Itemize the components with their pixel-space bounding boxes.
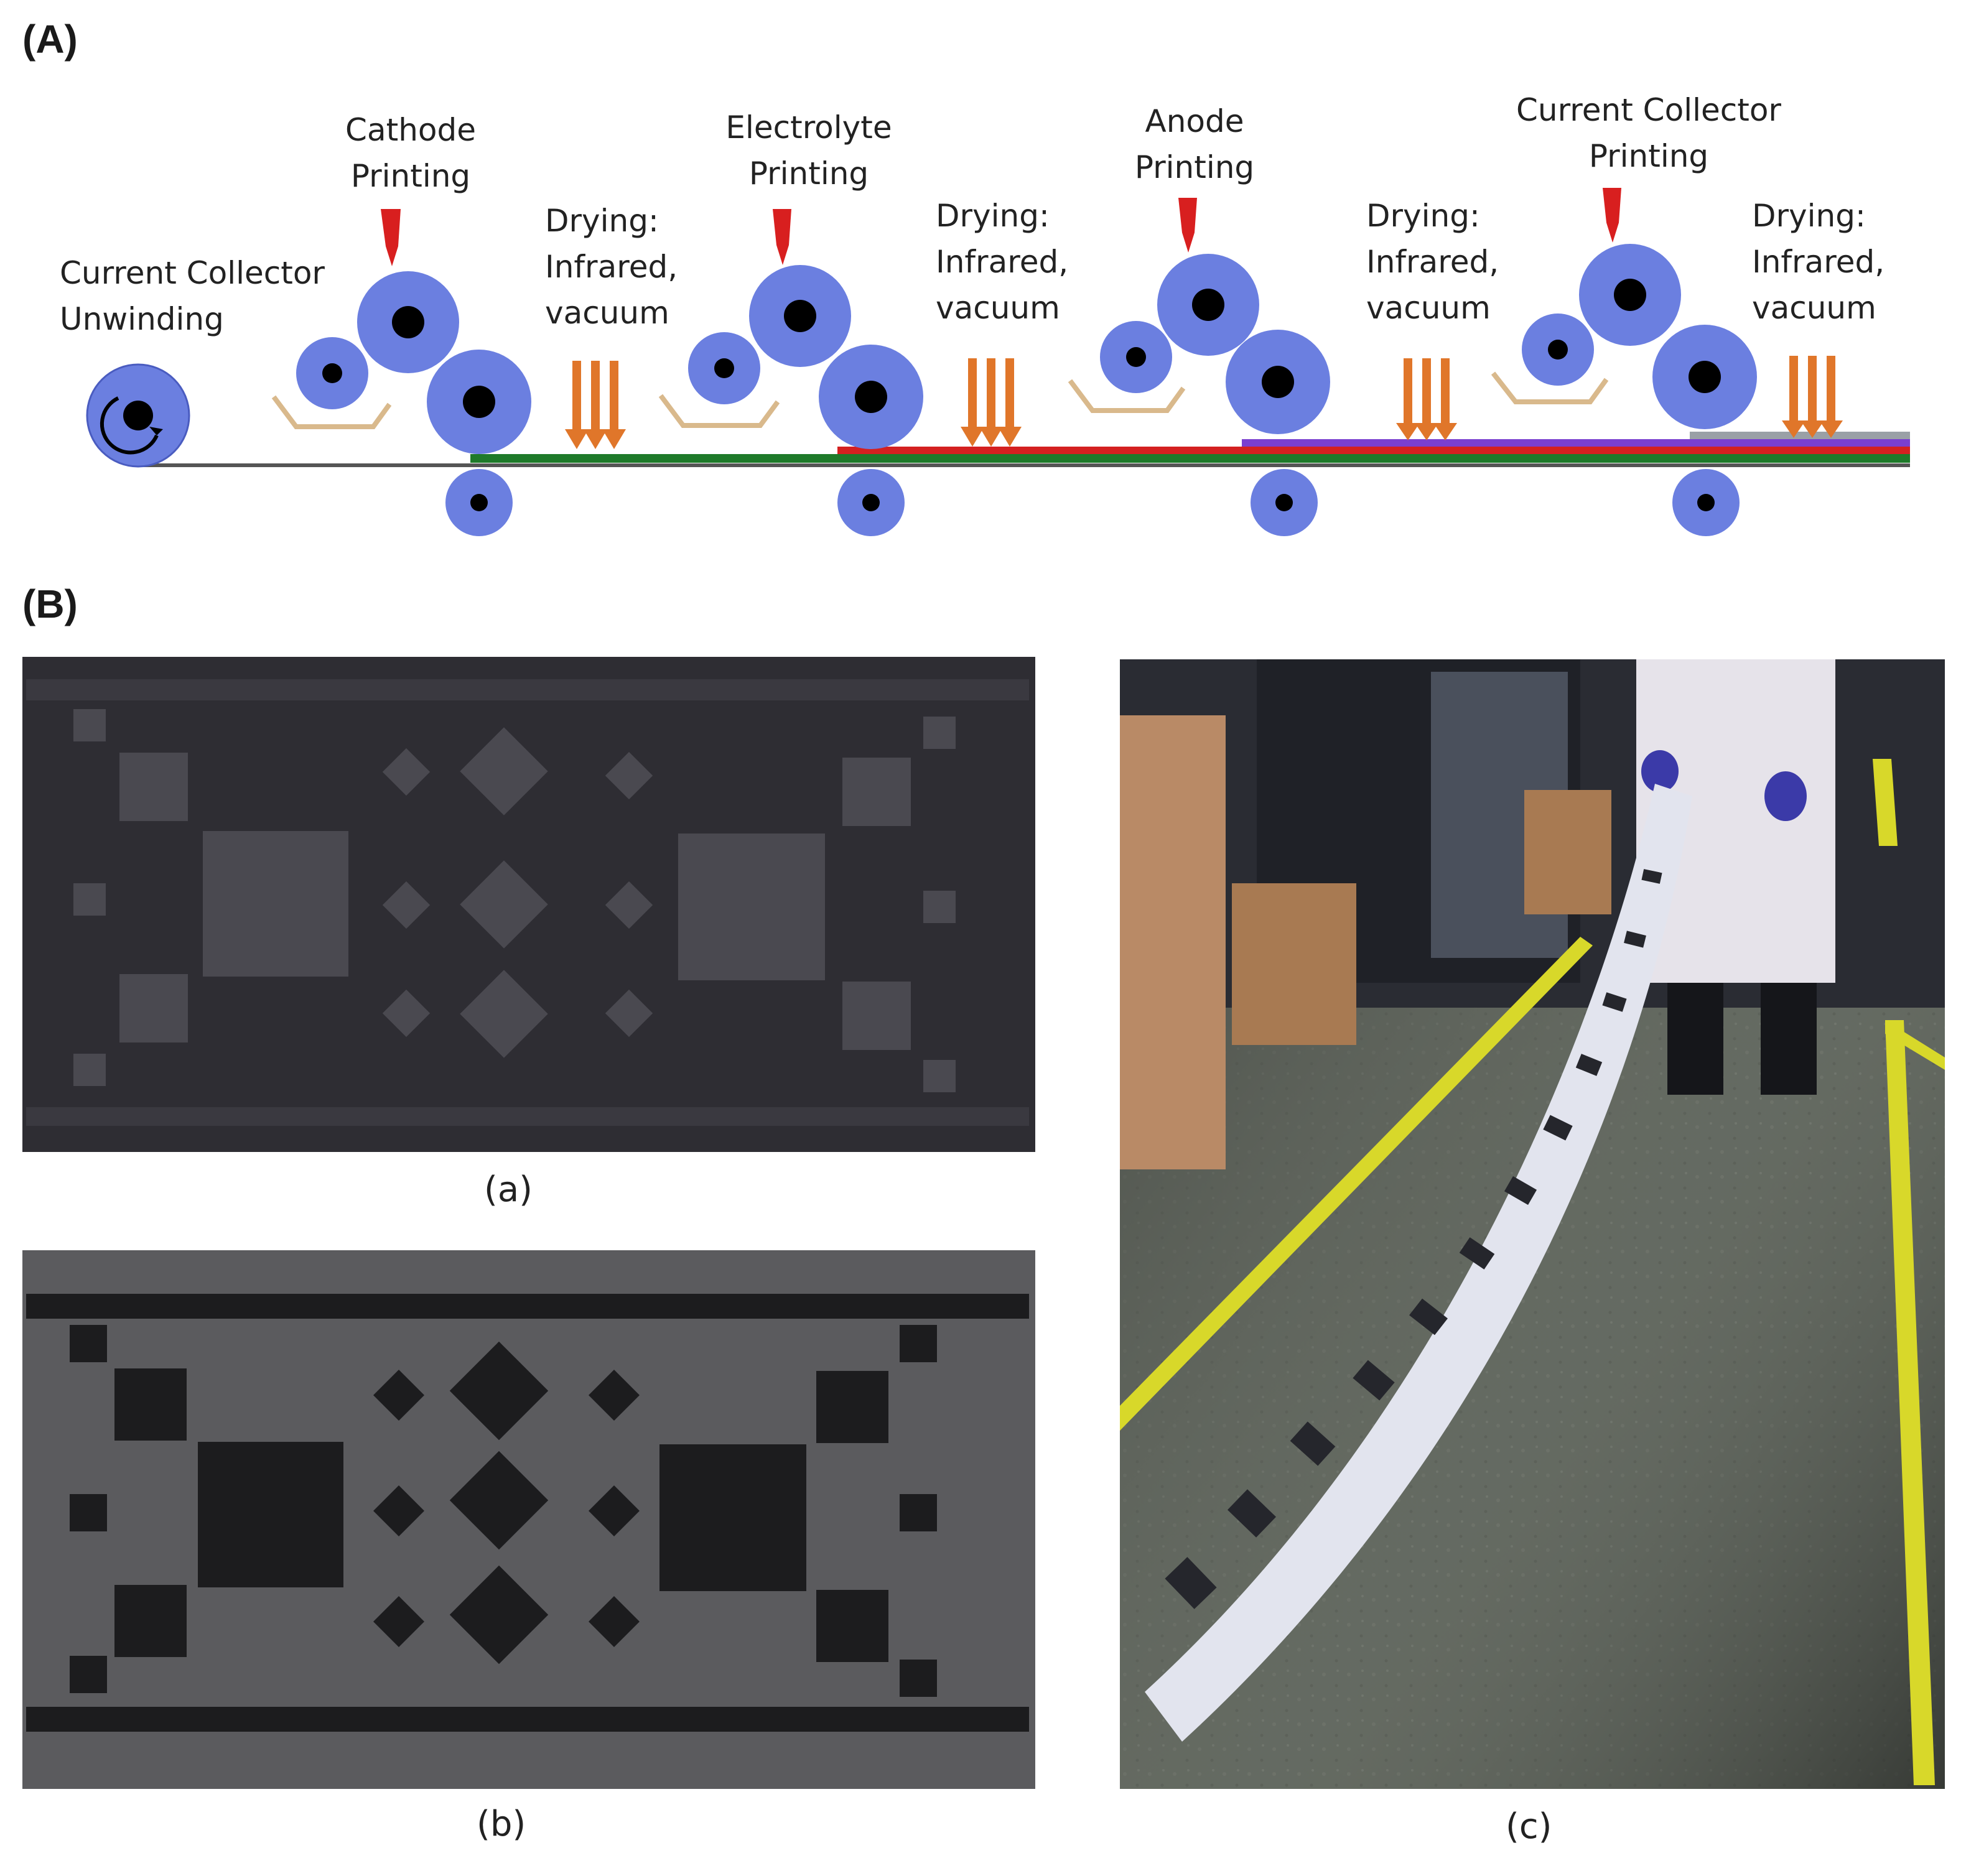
unwind-roll [86,363,190,468]
yellow-floor-line [1873,759,1898,846]
nozzle-icon [1603,188,1621,243]
nozzle-icon [381,209,401,266]
caption-a: (a) [484,1169,533,1210]
ink-tray [1491,371,1609,404]
collector-printing-label: Current Collector Printing [1516,92,1781,174]
cardboard-box [1232,883,1356,1045]
cardboard-box [1524,790,1611,914]
unwinding-label: Current Collector Unwinding [60,255,325,337]
drying-label-2: Drying: Infrared, vacuum [936,198,1069,326]
drying-label-1: Drying: Infrared, vacuum [545,203,678,331]
drying-label-4: Drying: Infrared, vacuum [1752,198,1885,326]
panel-b-label: (B) [22,582,78,626]
caption-b: (b) [477,1804,526,1844]
yellow-floor-line [1885,1020,1935,1785]
nozzle-icon [1178,198,1197,253]
cathode-station [271,209,531,536]
printed-battery-roll-photo-c [1120,659,1945,1789]
drying-label-3: Drying: Infrared, vacuum [1366,198,1499,326]
ink-tray [271,395,392,429]
printed-pattern-photo-b [22,1250,1035,1789]
printed-pattern-photo-a [22,657,1035,1152]
cathode-printing-label: Cathode Printing [345,112,476,194]
drying-arrows-2 [961,358,1022,447]
electrolyte-station [658,209,923,536]
anode-printing-label: Anode Printing [1134,103,1255,185]
nozzle-icon [773,209,791,265]
ink-tray [658,394,780,428]
cathode-layer [470,454,1910,463]
drying-arrows-4 [1782,356,1843,438]
ink-tray [1068,379,1186,413]
electrolyte-layer [837,447,1910,454]
panel-a-label: (A) [22,17,78,62]
yellow-floor-line [1885,1020,1945,1070]
anode-station [1068,198,1330,536]
drying-arrows-1 [565,361,626,449]
electrolyte-printing-label: Electrolyte Printing [725,109,892,192]
roll-to-roll-diagram [86,188,1910,536]
drying-arrows-3 [1396,358,1457,440]
anode-layer [1242,439,1910,447]
cardboard-box [1120,715,1226,1169]
caption-c: (c) [1506,1806,1552,1847]
battery-strip [1145,784,1692,1742]
collector-station [1491,188,1757,536]
collector-layer [1690,432,1910,439]
yellow-floor-line [1120,937,1593,1431]
